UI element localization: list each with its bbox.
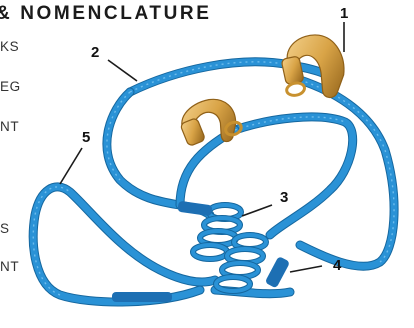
leader-4	[290, 266, 322, 272]
leader-5	[60, 148, 82, 184]
leader-3	[242, 205, 272, 216]
callout-2: 2	[91, 45, 99, 61]
sleeve-upper	[177, 201, 212, 217]
callout-4: 4	[333, 258, 341, 274]
callout-3: 3	[280, 190, 288, 206]
sleeve-right	[265, 256, 291, 289]
callout-1: 1	[340, 6, 348, 22]
sleeve-bottom	[112, 292, 172, 302]
callout-5: 5	[82, 130, 90, 146]
leader-2	[108, 60, 137, 81]
